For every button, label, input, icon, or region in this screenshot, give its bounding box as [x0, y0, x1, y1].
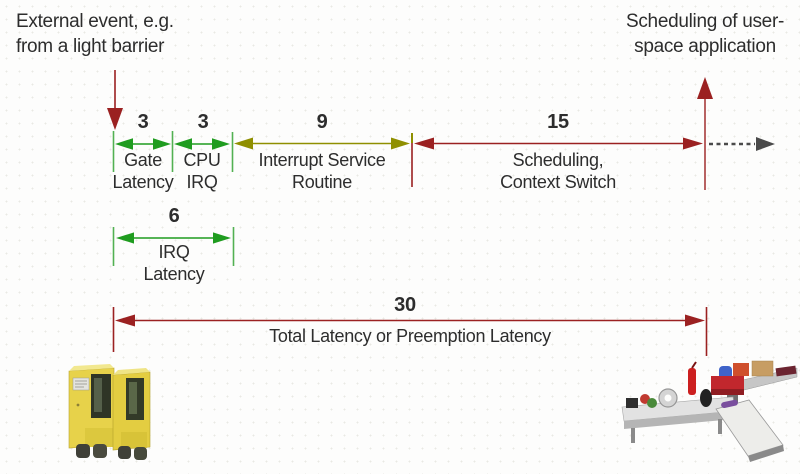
irq-latency-label-line1: IRQ — [158, 242, 190, 262]
scheduling-value: 15 — [547, 111, 569, 133]
scheduling-arrow — [414, 137, 703, 150]
isr-label-line1: Interrupt Service — [258, 150, 386, 170]
cpu-irq-label-line2: IRQ — [186, 172, 218, 192]
timeline-ticks-green — [112, 131, 234, 172]
external-event-line2: from a light barrier — [16, 36, 165, 57]
gate-latency-label-line1: Gate — [124, 150, 162, 170]
scheduling-userspace-line2: space application — [634, 36, 776, 57]
gate-latency-arrow — [115, 138, 171, 150]
external-event-line1: External event, e.g. — [16, 11, 174, 32]
external-event-label: External event, e.g. from a light barrie… — [16, 9, 206, 59]
cpu-irq-arrow — [174, 138, 230, 150]
scheduling-label: Scheduling, Context Switch — [470, 149, 646, 193]
irq-latency-label: IRQ Latency — [114, 241, 234, 285]
isr-arrow — [234, 137, 410, 150]
conveyor-photo — [621, 360, 798, 462]
gate-latency-label: Gate Latency — [104, 149, 182, 193]
scheduling-label-line2: Context Switch — [500, 172, 616, 192]
total-latency-arrow — [112, 307, 708, 356]
total-latency-value: 30 — [394, 294, 416, 316]
isr-label-line2: Routine — [292, 172, 352, 192]
scheduling-userspace-line1: Scheduling of user- — [625, 11, 784, 32]
total-latency-label: Total Latency or Preemption Latency — [269, 326, 551, 346]
gate-latency-label-line2: Latency — [112, 172, 174, 192]
cpu-irq-label-line1: CPU — [183, 150, 221, 170]
light-barrier-photo — [68, 364, 151, 460]
irq-latency-label-line2: Latency — [143, 264, 205, 284]
gate-latency-value: 3 — [137, 111, 149, 133]
isr-label: Interrupt Service Routine — [238, 149, 406, 193]
scheduling-userspace-label: Scheduling of user- space application — [612, 9, 798, 59]
irq-latency-value: 6 — [168, 205, 180, 227]
dashed-continuation-arrow-icon — [709, 137, 775, 151]
cpu-irq-label: CPU IRQ — [174, 149, 230, 193]
schedule-up-arrow-icon — [697, 77, 713, 190]
isr-value: 9 — [316, 111, 328, 133]
scheduling-label-line1: Scheduling, — [512, 150, 604, 170]
event-down-arrow-icon — [107, 70, 123, 130]
irq-latency-arrow — [112, 227, 235, 266]
cpu-irq-value: 3 — [197, 111, 209, 133]
